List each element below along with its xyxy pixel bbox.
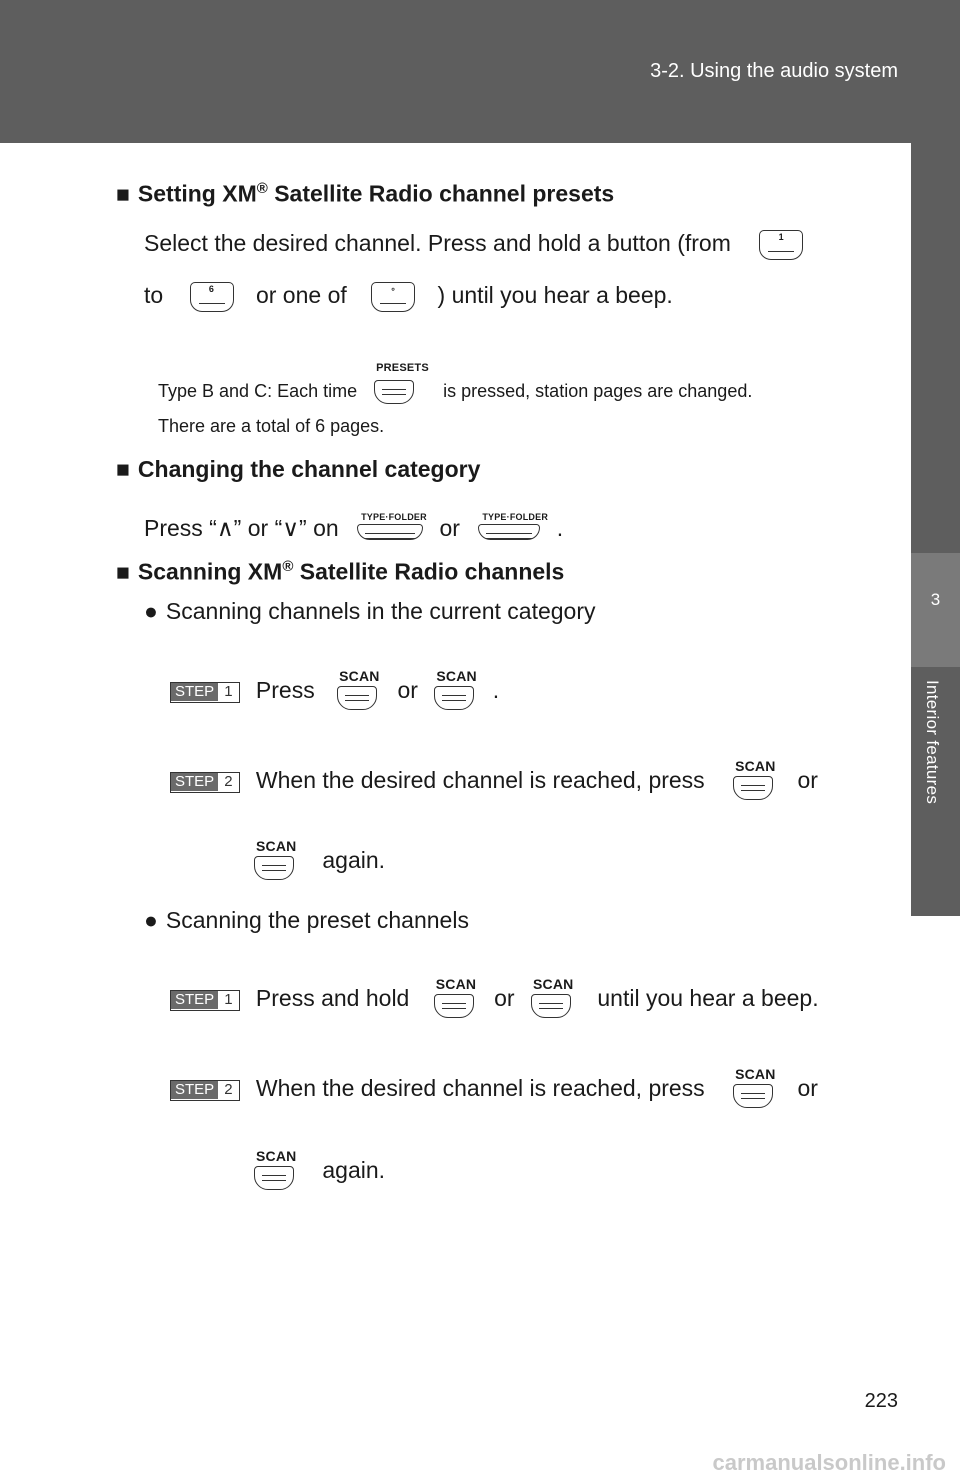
page-header: 3-2. Using the audio system xyxy=(0,0,960,143)
scan-button-icon: SCAN xyxy=(731,1066,779,1114)
chapter-number: 3 xyxy=(930,590,941,609)
preset-button-extra-icon: ∘ xyxy=(371,282,416,312)
step-b2-cont: SCAN again. xyxy=(252,1148,385,1196)
bullet-current-category: ●Scanning channels in the current catego… xyxy=(144,598,596,624)
scan-button-icon: SCAN xyxy=(432,668,480,716)
side-tab-lower xyxy=(911,667,960,916)
watermark: carmanualsonline.info xyxy=(712,1450,947,1475)
chapter-title: Interior features xyxy=(923,680,942,805)
category-text: Press “∧” or “∨” on TYPE·FOLDER or TYPE·… xyxy=(144,506,563,554)
scan-button-icon: SCAN xyxy=(252,1148,300,1196)
side-tab-upper xyxy=(911,143,960,553)
presets-note2: There are a total of 6 pages. xyxy=(158,416,385,436)
scan-button-icon: SCAN xyxy=(529,976,577,1024)
scan-button-icon: SCAN xyxy=(731,758,779,806)
heading-category: ■Changing the channel category xyxy=(116,456,481,482)
presets-button-icon: PRESETS xyxy=(372,362,429,410)
side-tab-chapter xyxy=(911,553,960,667)
section-title: 3-2. Using the audio system xyxy=(650,60,898,82)
preset-button-1-icon: 1 xyxy=(759,230,804,260)
scan-button-icon: SCAN xyxy=(432,976,480,1024)
presets-note1: Type B and C: Each time PRESETS is press… xyxy=(158,362,752,416)
scan-button-icon: SCAN xyxy=(252,838,300,886)
presets-text-line2: to 6 or one of ∘ ) until you hear a beep… xyxy=(144,282,673,312)
heading-presets: ■Setting XM® Satellite Radio channel pre… xyxy=(116,180,615,207)
scan-button-icon: SCAN xyxy=(335,668,383,716)
presets-text-line1: Select the desired channel. Press and ho… xyxy=(144,230,804,260)
type-folder-button-icon-b: TYPE·FOLDER xyxy=(476,506,548,554)
preset-button-6-icon: 6 xyxy=(189,282,234,312)
step-a2-cont: SCAN again. xyxy=(252,838,385,886)
page-number: 223 xyxy=(864,1390,898,1412)
type-folder-button-icon: TYPE·FOLDER xyxy=(355,506,427,554)
heading-scanning: ■Scanning XM® Satellite Radio channels xyxy=(116,558,565,585)
bullet-preset-channels: ●Scanning the preset channels xyxy=(144,907,469,933)
